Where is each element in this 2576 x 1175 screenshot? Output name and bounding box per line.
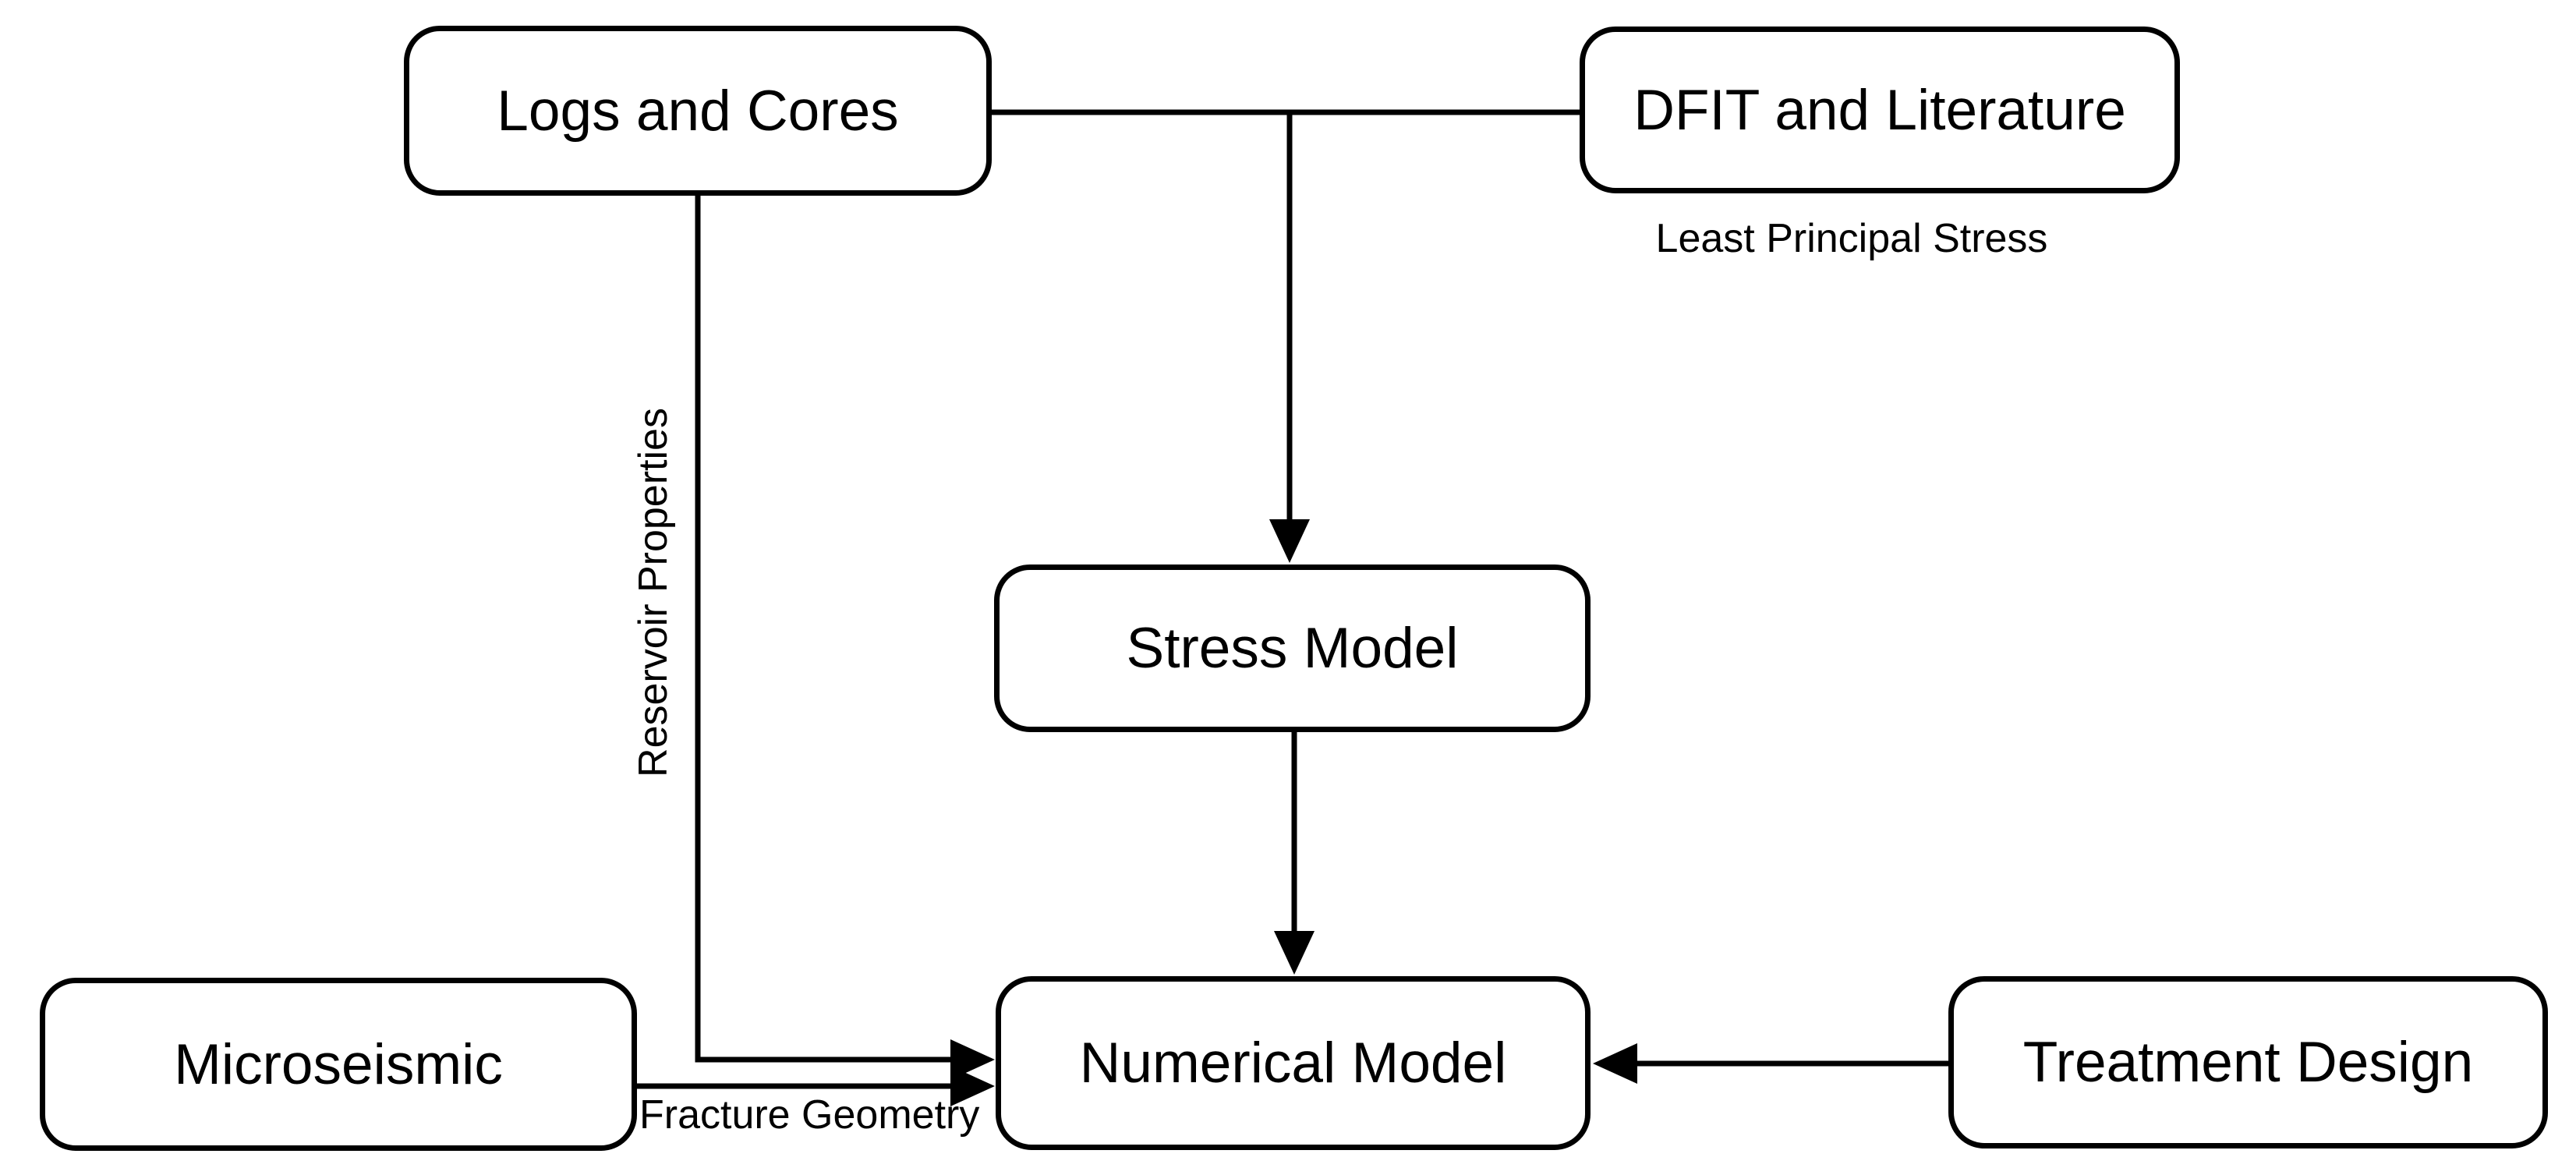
node-stress-model-label: Stress Model [1126, 617, 1459, 680]
node-dfit-and-literature: DFIT and Literature [1580, 27, 2180, 193]
edge-label-fracture-geometry: Fracture Geometry [639, 1092, 980, 1138]
arrowhead-down-into-numerical-model-icon [1274, 931, 1315, 975]
node-dfit-and-literature-label: DFIT and Literature [1633, 78, 2126, 142]
edge-label-least-principal-stress: Least Principal Stress [1655, 216, 2048, 261]
node-treatment-design-label: Treatment Design [2022, 1031, 2474, 1094]
node-microseismic-label: Microseismic [174, 1032, 503, 1096]
node-numerical-model-label: Numerical Model [1079, 1032, 1507, 1095]
arrowhead-right-into-numerical-model-upper-icon [950, 1039, 995, 1080]
arrowhead-down-into-stress-model-icon [1269, 519, 1310, 563]
node-logs-and-cores: Logs and Cores [404, 26, 992, 196]
node-microseismic: Microseismic [40, 978, 637, 1151]
arrowhead-right-into-numerical-model-lower-icon [950, 1066, 995, 1106]
edge-label-reservoir-properties: Reservoir Properties [631, 408, 676, 777]
node-numerical-model: Numerical Model [996, 976, 1591, 1150]
node-logs-and-cores-label: Logs and Cores [497, 79, 899, 143]
node-stress-model: Stress Model [994, 564, 1591, 732]
arrowhead-left-into-numerical-model-icon [1593, 1043, 1637, 1084]
node-treatment-design: Treatment Design [1948, 976, 2548, 1148]
connector-logs-to-numerical-model [695, 196, 952, 1063]
